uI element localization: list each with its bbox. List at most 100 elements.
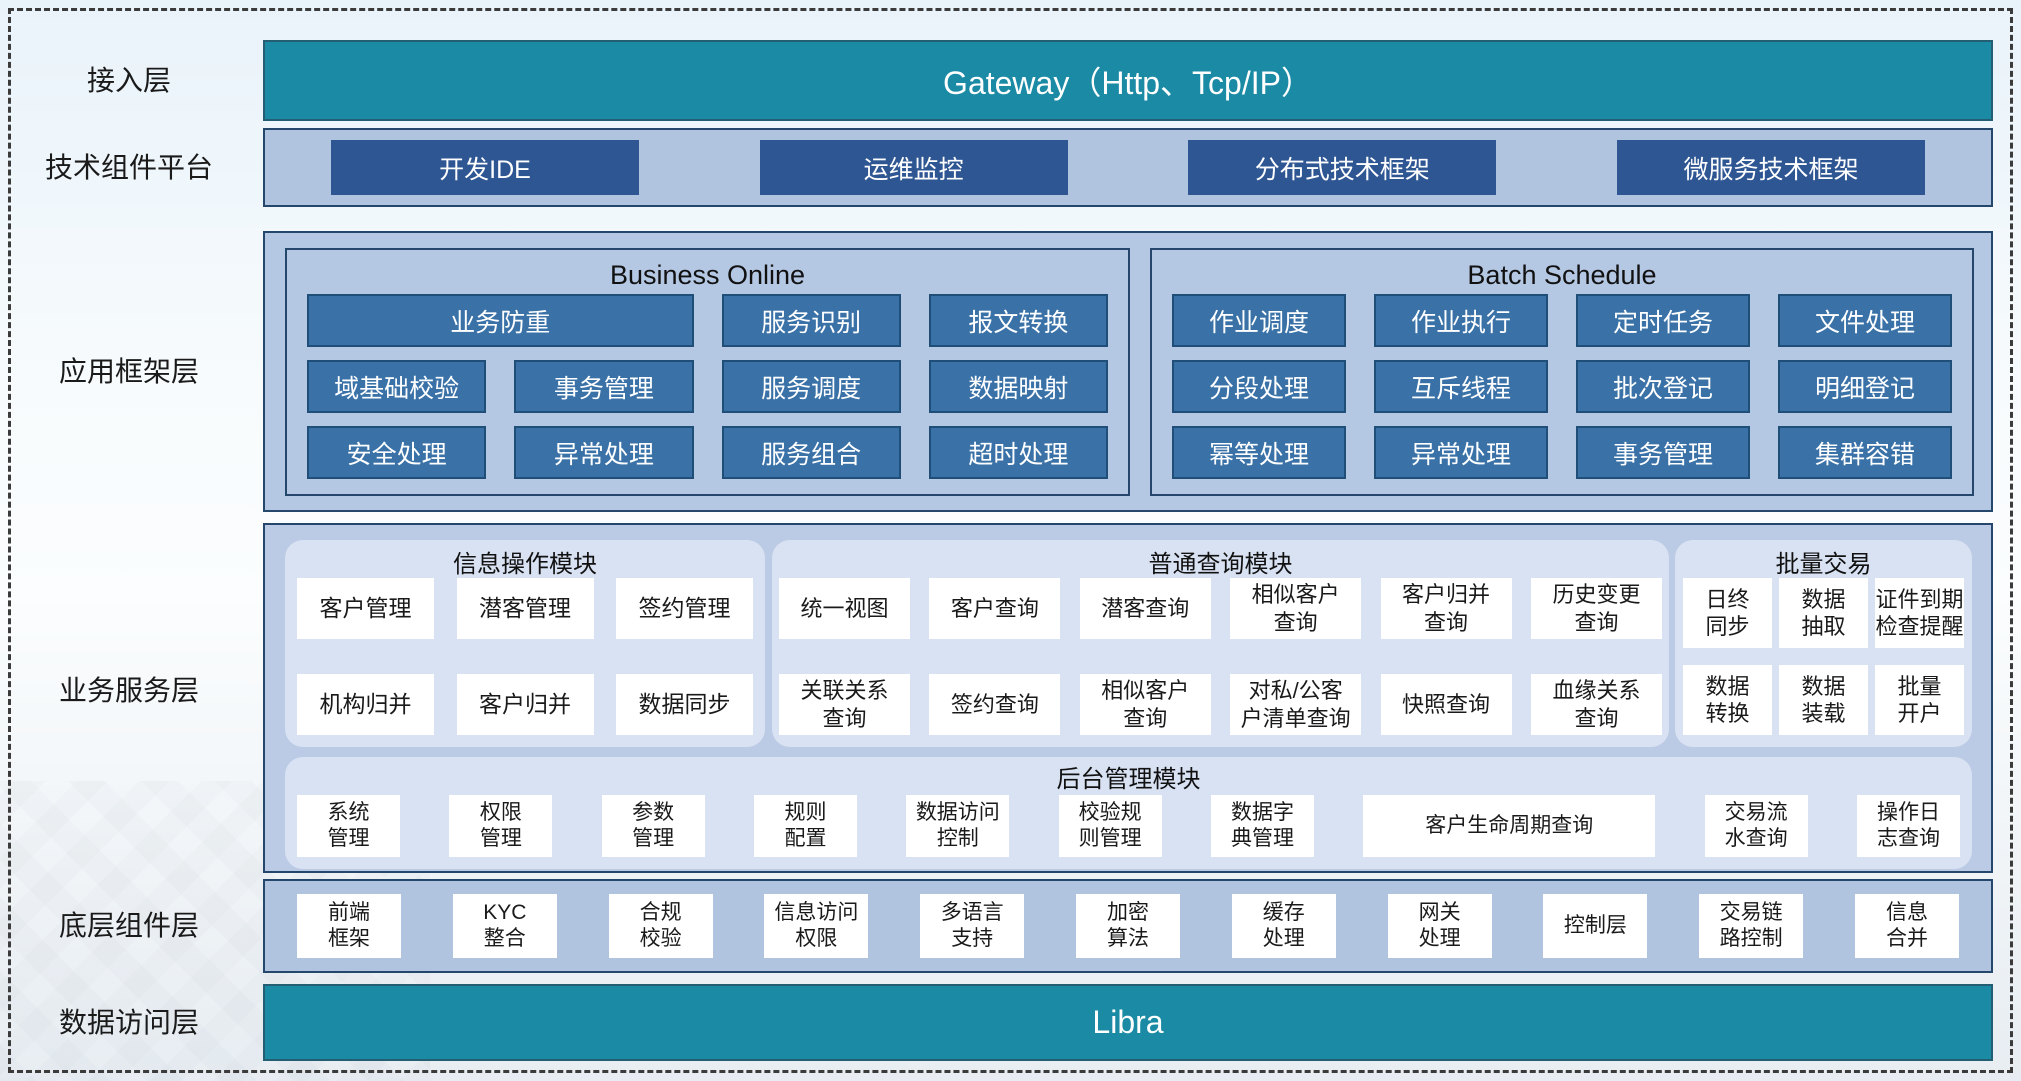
- info-module-rows: 客户管理潜客管理签约管理机构归并客户归并数据同步: [297, 578, 753, 735]
- module-box: 统一视图: [779, 578, 910, 639]
- framework-box: 业务防重: [307, 294, 694, 347]
- panel-title: 后台管理模块: [1056, 765, 1201, 793]
- module-box: 交易链 路控制: [1699, 894, 1804, 958]
- framework-box: 定时任务: [1576, 294, 1750, 347]
- gateway-label: Gateway（Http、Tcp/IP）: [943, 64, 1313, 101]
- module-box: 签约查询: [929, 674, 1061, 735]
- framework-box: 异常处理: [514, 426, 694, 479]
- base-component-layer: 前端 框架 KYC 整合合规 校验信息访问 权限多语言 支持加密 算法缓存 处理网…: [263, 879, 1993, 973]
- module-box: 数据访问 控制: [906, 795, 1010, 857]
- business-online-grid: 业务防重服务识别报文转换域基础校验事务管理服务调度数据映射安全处理异常处理服务组…: [307, 294, 1108, 479]
- module-box: 签约管理: [616, 578, 753, 639]
- framework-box: 报文转换: [928, 294, 1108, 347]
- framework-box: 事务管理: [514, 360, 694, 413]
- panel-title: 普通查询模块: [1148, 550, 1293, 578]
- framework-box: 作业执行: [1374, 294, 1548, 347]
- panel-title: 批量交易: [1775, 550, 1872, 578]
- panel-title: 信息操作模块: [453, 550, 597, 578]
- module-box: 缓存 处理: [1231, 894, 1336, 958]
- tech-box: 微服务技术框架: [1616, 140, 1925, 195]
- module-box: 客户归并: [456, 674, 594, 735]
- module-box: KYC 整合: [452, 894, 557, 958]
- panel-title: Batch Schedule: [1467, 259, 1657, 290]
- module-box-row: 日终 同步数据 抽取证件到期 检查提醒: [1683, 578, 1964, 648]
- module-box: 信息 合并: [1854, 894, 1959, 958]
- layer-label-data-access: 数据访问层: [58, 1007, 199, 1038]
- admin-module-panel: 后台管理模块 系统 管理权限 管理参数 管理规则 配置数据访问 控制校验规 则管…: [285, 757, 1972, 869]
- business-service-layer: 信息操作模块 客户管理潜客管理签约管理机构归并客户归并数据同步 普通查询模块 统…: [263, 523, 1993, 873]
- framework-box: 文件处理: [1778, 294, 1952, 347]
- framework-box: 幂等处理: [1172, 426, 1346, 479]
- module-box: 客户归并 查询: [1380, 578, 1512, 639]
- admin-module-list: 系统 管理权限 管理参数 管理规则 配置数据访问 控制校验规 则管理数据字 典管…: [297, 793, 1960, 859]
- module-box: 血缘关系 查询: [1530, 674, 1662, 735]
- module-box-row: 关联关系 查询签约查询相似客户 查询对私/公客 户清单查询快照查询血缘关系 查询: [779, 674, 1662, 735]
- framework-box: 作业调度: [1172, 294, 1346, 347]
- framework-box: 明细登记: [1778, 360, 1952, 413]
- module-box: 证件到期 检查提醒: [1875, 578, 1964, 648]
- module-box-row: 客户管理潜客管理签约管理: [297, 578, 753, 639]
- tech-box: 分布式技术框架: [1188, 140, 1497, 195]
- layer-label-access: 接入层: [86, 65, 171, 96]
- module-box: 数据 转换: [1683, 665, 1772, 735]
- module-box: 客户管理: [297, 578, 434, 639]
- module-box: 操作日 志查询: [1856, 795, 1960, 857]
- module-box: 规则 配置: [753, 795, 857, 857]
- module-box: 潜客查询: [1079, 578, 1211, 639]
- module-box: 相似客户 查询: [1079, 674, 1211, 735]
- module-box: 潜客管理: [456, 578, 594, 639]
- module-box: 信息访问 权限: [764, 894, 869, 958]
- framework-box: 事务管理: [1576, 426, 1750, 479]
- batch-module-rows: 日终 同步数据 抽取证件到期 检查提醒数据 转换数据 装载批量 开户: [1683, 578, 1964, 735]
- layer-label-framework: 应用框架层: [58, 356, 199, 387]
- module-box: 批量 开户: [1875, 665, 1964, 735]
- module-box: 多语言 支持: [920, 894, 1025, 958]
- module-box: 数据 抽取: [1779, 578, 1868, 648]
- framework-box: 分段处理: [1172, 360, 1346, 413]
- module-box: 数据字 典管理: [1210, 795, 1314, 857]
- layer-label-tech: 技术组件平台: [44, 152, 213, 183]
- batch-module-panel: 批量交易 日终 同步数据 抽取证件到期 检查提醒数据 转换数据 装载批量 开户: [1675, 540, 1972, 747]
- module-box-row: 机构归并客户归并数据同步: [297, 674, 753, 735]
- module-box: 前端 框架: [297, 894, 401, 958]
- module-box: 日终 同步: [1683, 578, 1772, 648]
- module-box-row: 数据 转换数据 装载批量 开户: [1683, 665, 1964, 735]
- module-box-row: 统一视图客户查询潜客查询相似客户 查询客户归并 查询历史变更 查询: [779, 578, 1662, 639]
- framework-box: 超时处理: [928, 426, 1108, 479]
- module-box: 对私/公客 户清单查询: [1230, 674, 1362, 735]
- framework-box: 集群容错: [1778, 426, 1952, 479]
- framework-box: 数据映射: [928, 360, 1108, 413]
- module-box: 数据同步: [616, 674, 753, 735]
- layer-label-service: 业务服务层: [58, 675, 199, 706]
- framework-box: 批次登记: [1576, 360, 1750, 413]
- query-module-panel: 普通查询模块 统一视图客户查询潜客查询相似客户 查询客户归并 查询历史变更 查询…: [772, 540, 1669, 747]
- framework-box: 服务调度: [721, 360, 901, 413]
- query-module-rows: 统一视图客户查询潜客查询相似客户 查询客户归并 查询历史变更 查询关联关系 查询…: [779, 578, 1662, 735]
- gateway-bar: Gateway（Http、Tcp/IP）: [263, 40, 1993, 121]
- module-box: 合规 校验: [608, 894, 713, 958]
- module-box: 校验规 则管理: [1058, 795, 1162, 857]
- module-box: 加密 算法: [1075, 894, 1180, 958]
- libra-bar: Libra: [263, 984, 1993, 1061]
- batch-schedule-panel: Batch Schedule 作业调度作业执行定时任务文件处理分段处理互斥线程批…: [1150, 248, 1974, 496]
- business-online-panel: Business Online 业务防重服务识别报文转换域基础校验事务管理服务调…: [285, 248, 1130, 496]
- panel-title: Business Online: [609, 259, 806, 290]
- module-box: 机构归并: [297, 674, 434, 735]
- module-box: 交易流 水查询: [1704, 795, 1808, 857]
- framework-box: 域基础校验: [307, 360, 487, 413]
- framework-box: 安全处理: [307, 426, 487, 479]
- info-module-panel: 信息操作模块 客户管理潜客管理签约管理机构归并客户归并数据同步: [285, 540, 765, 747]
- module-box: 关联关系 查询: [779, 674, 910, 735]
- module-box: 数据 装载: [1779, 665, 1868, 735]
- app-framework-layer: Business Online 业务防重服务识别报文转换域基础校验事务管理服务调…: [263, 231, 1993, 512]
- module-box: 系统 管理: [297, 795, 400, 857]
- module-box: 客户生命周期查询: [1363, 795, 1656, 857]
- tech-box: 开发IDE: [331, 140, 639, 195]
- module-box: 权限 管理: [449, 795, 553, 857]
- module-box: 历史变更 查询: [1530, 578, 1662, 639]
- module-box: 快照查询: [1380, 674, 1512, 735]
- module-box: 网关 处理: [1387, 894, 1492, 958]
- layer-label-base: 底层组件层: [58, 910, 199, 941]
- module-box: 客户查询: [929, 578, 1061, 639]
